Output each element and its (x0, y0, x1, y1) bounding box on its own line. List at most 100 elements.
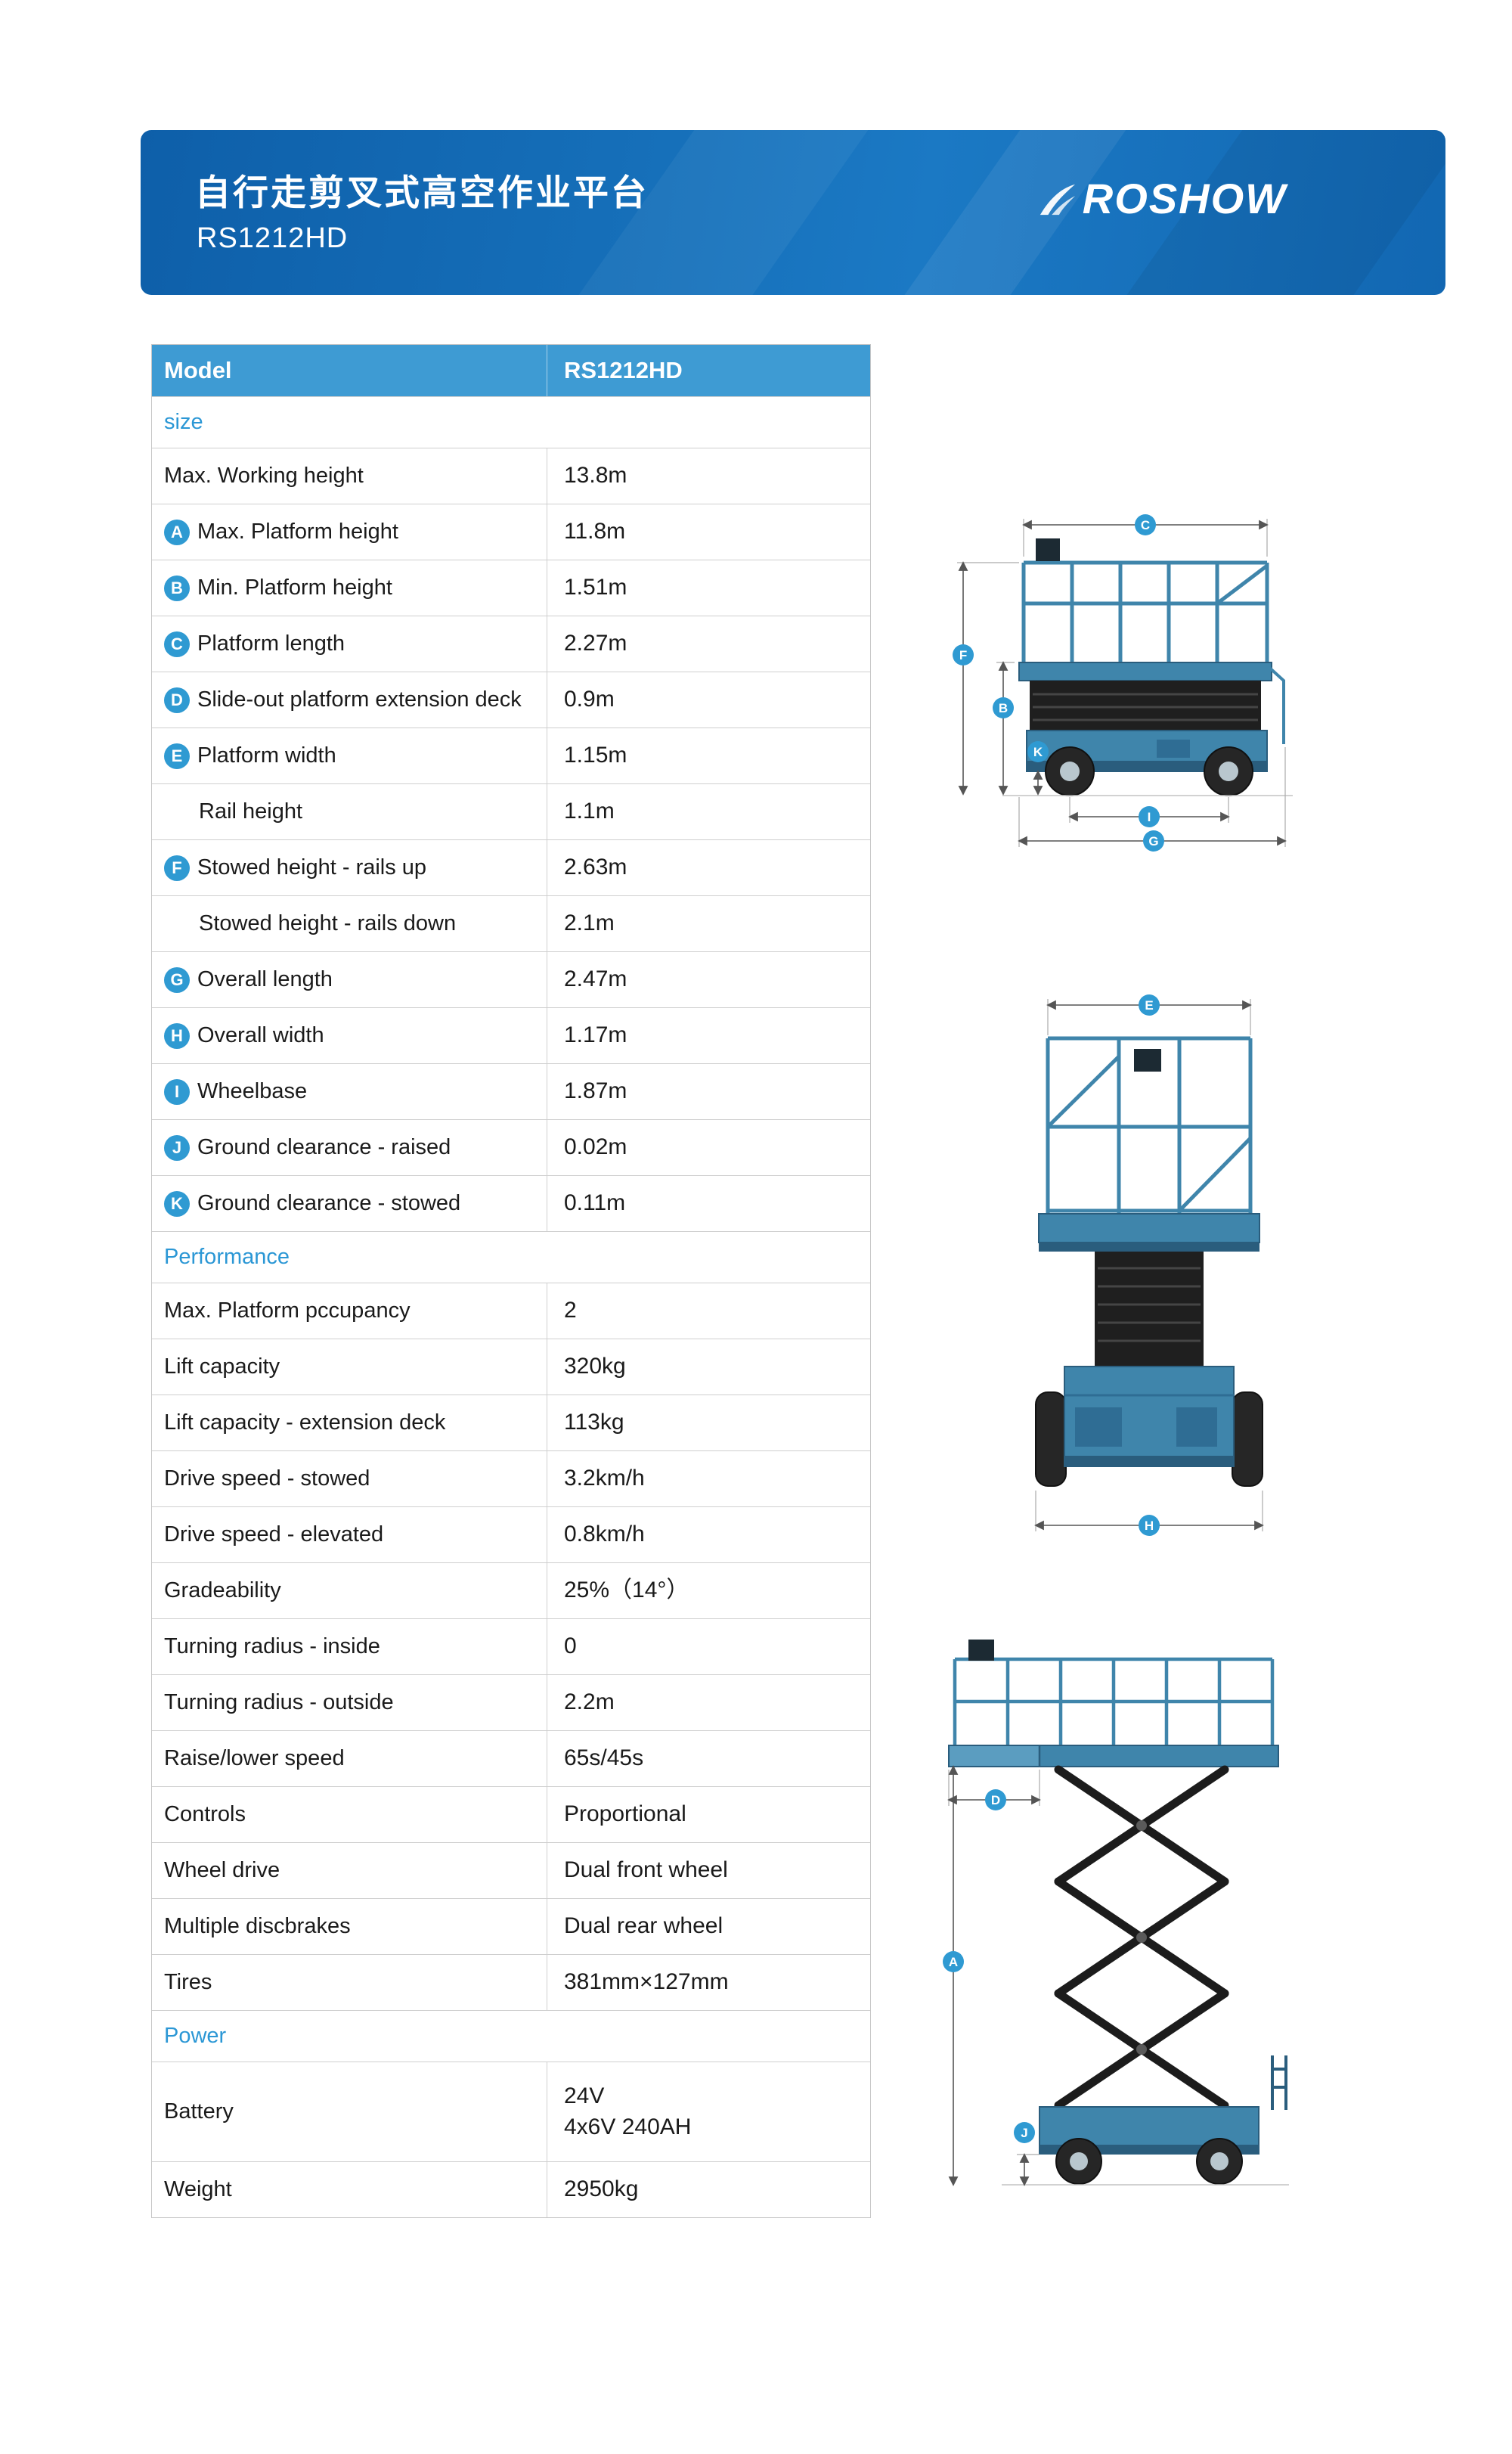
lift-elevated-machine (948, 1640, 1289, 2186)
spec-value: 3.2km/h (564, 1466, 645, 1491)
scissor-stack (1095, 1252, 1204, 1367)
spec-label: Max. Platform pccupancy (164, 1298, 411, 1323)
diagram-front-view: E H (1034, 994, 1264, 1536)
section-row: Power (152, 2010, 870, 2062)
dim-letter-b: B (999, 701, 1008, 715)
row-badge-k: K (164, 1190, 190, 1217)
dim-letter-g: G (1148, 834, 1158, 849)
spec-label-cell: Drive speed - stowed (152, 1451, 547, 1506)
row-badge-h: H (164, 1022, 190, 1049)
spec-label-cell: Wheel drive (152, 1843, 547, 1898)
row-badge-g: G (164, 966, 190, 993)
spec-value-cell: 2.27m (547, 616, 870, 672)
spec-value-cell: 2.1m (547, 896, 870, 951)
spec-value: 25%（14°） (564, 1578, 689, 1603)
spec-value: 381mm×127mm (564, 1969, 729, 1995)
front-dimensions: E H (1034, 994, 1264, 1536)
spec-label-cell: Weight (152, 2162, 547, 2217)
section-label: size (164, 410, 203, 434)
row-badge-j: J (164, 1134, 190, 1161)
table-row: Gradeability 25%（14°） (152, 1562, 870, 1618)
spec-value: 2.2m (564, 1689, 615, 1715)
spec-value-cell: 1.1m (547, 784, 870, 839)
control-box (1134, 1049, 1161, 1072)
spec-label-cell: Drive speed - elevated (152, 1507, 547, 1562)
spec-value-cell: 3.2km/h (547, 1451, 870, 1506)
spec-value: Dual rear wheel (564, 1913, 723, 1939)
spec-value: 1.87m (564, 1078, 627, 1104)
table-row: Multiple discbrakes Dual rear wheel (152, 1898, 870, 1954)
spec-value-cell: 11.8m (547, 504, 870, 560)
section-label: Performance (164, 1245, 290, 1269)
spec-label-cell: Controls (152, 1787, 547, 1842)
spec-value-cell: 1.51m (547, 560, 870, 616)
dim-badge-g: G (1143, 830, 1164, 852)
spec-value-cell: 2.47m (547, 952, 870, 1007)
dim-letter-d: D (991, 1793, 1000, 1807)
spec-label-cell: I Wheelbase (152, 1064, 547, 1119)
spec-label: Battery (164, 2099, 234, 2124)
spec-value: 2.27m (564, 631, 627, 656)
spec-label: Lift capacity (164, 1354, 280, 1379)
spec-label-cell: Raise/lower speed (152, 1731, 547, 1786)
row-badge-i: I (164, 1078, 190, 1105)
spec-value-cell: Dual rear wheel (547, 1899, 870, 1954)
spec-value: 13.8m (564, 463, 627, 489)
brand-logo: ROSHOW (1037, 174, 1287, 223)
spec-value-cell: 13.8m (547, 448, 870, 504)
row-badge-a: A (164, 519, 190, 545)
spec-label-cell: Battery (152, 2062, 547, 2161)
spec-label-cell: Max. Working height (152, 448, 547, 504)
spec-value: 0 (564, 1633, 577, 1659)
dim-letter-i: I (1148, 810, 1151, 824)
spec-value: 2.47m (564, 966, 627, 992)
spec-label: Overall length (197, 967, 333, 991)
dim-letter-c: C (1141, 518, 1150, 532)
table-row: Max. Working height 13.8m (152, 448, 870, 504)
spec-label: Wheel drive (164, 1858, 280, 1882)
spec-value: 0.8km/h (564, 1522, 645, 1547)
logo-swoosh-icon (1040, 184, 1075, 215)
model-subtitle: RS1212HD (197, 222, 349, 254)
spec-label: Lift capacity - extension deck (164, 1410, 446, 1435)
spec-table-header-row: Model RS1212HD (152, 345, 870, 396)
spec-label: Turning radius - outside (164, 1690, 394, 1714)
spec-value: 11.8m (564, 519, 626, 544)
spec-label: Stowed height - rails up (197, 855, 427, 880)
spec-value: 1.17m (564, 1022, 627, 1048)
extension-deck (950, 1746, 1040, 1766)
dim-badge-a: A (943, 1951, 964, 1972)
row-badge-c: C (164, 631, 190, 657)
spec-label-cell: Multiple discbrakes (152, 1899, 547, 1954)
spec-label: Raise/lower speed (164, 1746, 345, 1770)
spec-label: Wheelbase (197, 1079, 308, 1103)
spec-label: Platform width (197, 743, 336, 768)
spec-label-cell: Gradeability (152, 1563, 547, 1618)
spec-value-cell: 1.87m (547, 1064, 870, 1119)
row-badge-e: E (164, 743, 190, 769)
dim-letter-h: H (1145, 1519, 1154, 1533)
section-label: Power (164, 2024, 227, 2048)
section-row: size (152, 396, 870, 448)
spec-value-cell: 0.11m (547, 1176, 870, 1231)
spec-value-cell: 1.15m (547, 728, 870, 783)
spec-value-cell: 1.17m (547, 1008, 870, 1063)
spec-label-cell: Turning radius - inside (152, 1619, 547, 1674)
spec-value: 1.15m (564, 743, 627, 768)
dim-letter-f: F (959, 648, 967, 662)
